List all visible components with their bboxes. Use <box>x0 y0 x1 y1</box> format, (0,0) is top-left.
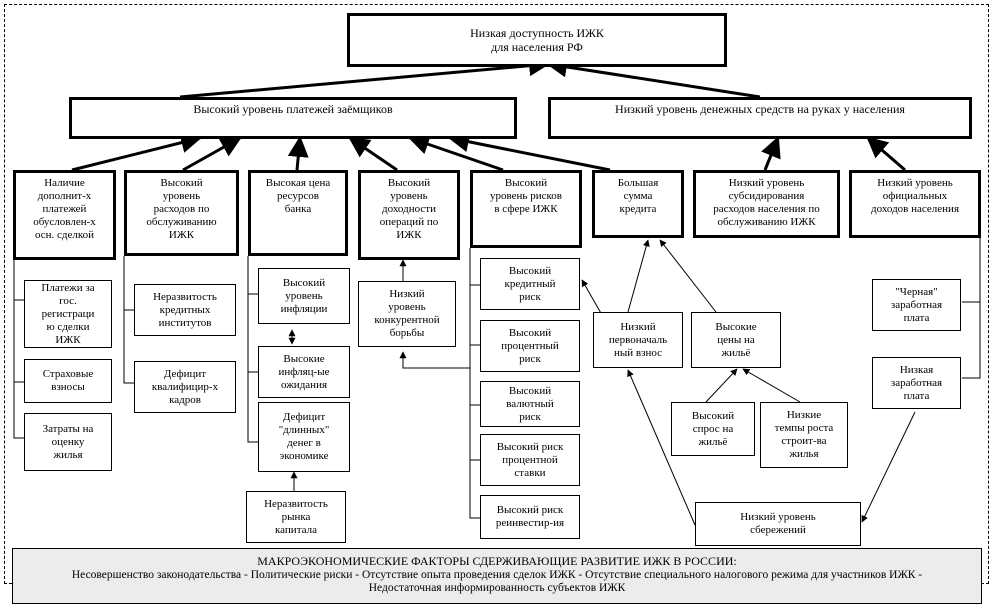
low-construction-box: Низкие темпы роста строит-ва жилья <box>760 402 848 468</box>
bank-resources-box: Высокая цена ресурсов банка <box>248 170 348 256</box>
title-box: Низкая доступность ИЖК для населения РФ <box>347 13 727 67</box>
high-payments-box: Высокий уровень платежей заёмщиков <box>69 97 517 139</box>
capital-market-box: Неразвитость рынка капитала <box>246 491 346 543</box>
macro-factors-heading: МАКРОЭКОНОМИЧЕСКИЕ ФАКТОРЫ СДЕРЖИВАЮЩИЕ … <box>257 554 737 568</box>
service-costs-box: Высокий уровень расходов по обслуживанию… <box>124 170 239 256</box>
additional-payments-box: Наличие дополнит-х платежей обусловлен-х… <box>13 170 116 260</box>
low-competition-box: Низкий уровень конкурентной борьбы <box>358 281 456 347</box>
macro-factors-line1: Несовершенство законодательства - Полити… <box>71 568 923 581</box>
long-money-deficit-box: Дефицит "длинных" денег в экономике <box>258 402 350 472</box>
low-savings-box: Низкий уровень сбережений <box>695 502 861 546</box>
low-down-payment-box: Низкий первоначаль ный взнос <box>593 312 683 368</box>
interest-risk-box: Высокий процентный риск <box>480 320 580 372</box>
staff-deficit-box: Дефицит квалифицир-х кадров <box>134 361 236 413</box>
currency-risk-box: Высокий валютный риск <box>480 381 580 427</box>
reinvestment-risk-box: Высокий риск реинвестир-ия <box>480 495 580 539</box>
macro-factors-box: МАКРОЭКОНОМИЧЕСКИЕ ФАКТОРЫ СДЕРЖИВАЮЩИЕ … <box>12 548 982 604</box>
black-salary-box: "Черная" заработная плата <box>872 279 961 331</box>
low-salary-box: Низкая заработная плата <box>872 357 961 409</box>
high-demand-box: Высокий спрос на жильё <box>671 402 755 456</box>
subsidy-box: Низкий уровень субсидирования расходов н… <box>693 170 840 238</box>
credit-institutions-box: Неразвитость кредитных институтов <box>134 284 236 336</box>
insurance-box: Страховые взносы <box>24 359 112 403</box>
macro-factors-line2: Недостаточная информированность субъекто… <box>368 582 626 594</box>
rate-risk-box: Высокий риск процентной ставки <box>480 434 580 486</box>
credit-risk-box: Высокий кредитный риск <box>480 258 580 310</box>
official-income-box: Низкий уровень официальных доходов насел… <box>849 170 981 238</box>
appraisal-costs-box: Затраты на оценку жилья <box>24 413 112 471</box>
inflation-box: Высокий уровень инфляции <box>258 268 350 324</box>
low-cash-box: Низкий уровень денежных средств на руках… <box>548 97 972 139</box>
inflation-expectations-box: Высокие инфляц-ые ожидания <box>258 346 350 398</box>
profitability-box: Высокий уровень доходности операций по И… <box>358 170 460 260</box>
high-prices-box: Высокие цены на жильё <box>691 312 781 368</box>
loan-amount-box: Большая сумма кредита <box>592 170 684 238</box>
registration-fees-box: Платежи за гос. регистраци ю сделки ИЖК <box>24 280 112 348</box>
risks-box: Высокий уровень рисков в сфере ИЖК <box>470 170 582 248</box>
